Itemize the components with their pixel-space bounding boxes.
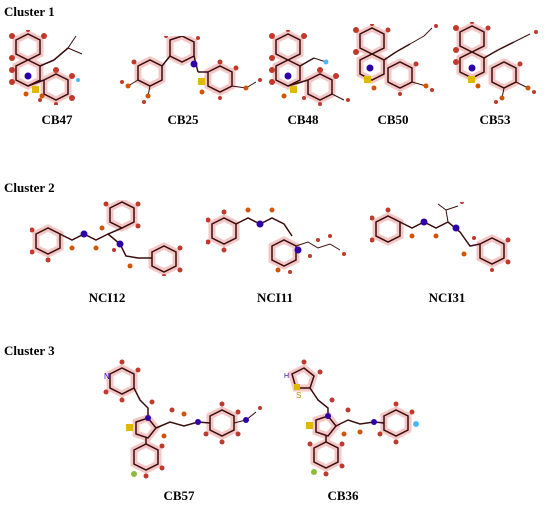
label-cb48: CB48 [287, 112, 319, 127]
molecule-cb57-drawing: N [103, 359, 262, 479]
molecule-cb50-drawing [353, 24, 438, 96]
cluster-3-title: Cluster 3 [4, 343, 55, 358]
label-cb47: CB47 [41, 112, 73, 127]
molecule-cb50 [352, 24, 442, 96]
molecule-nci12-drawing [30, 200, 183, 276]
molecule-cb25 [118, 36, 268, 106]
molecule-nci11-drawing [206, 207, 346, 274]
molecule-cb53 [452, 22, 544, 104]
molecule-cb47-drawing [9, 30, 83, 105]
label-cb25: CB25 [167, 112, 199, 127]
label-nci12: NCI12 [88, 290, 126, 305]
molecule-cb53-drawing [453, 22, 538, 104]
molecule-cb47 [4, 30, 104, 105]
cluster-2-title: Cluster 2 [4, 180, 55, 195]
molecule-cb25-drawing [120, 36, 262, 104]
label-cb53: CB53 [479, 112, 511, 127]
label-cb50: CB50 [377, 112, 409, 127]
molecule-cb57: N [100, 354, 270, 482]
molecule-nci11 [206, 202, 346, 278]
thiophene-h-atom-label: H [284, 373, 289, 380]
molecule-nci12 [30, 200, 190, 276]
label-cb57: CB57 [163, 488, 195, 503]
molecule-nci31 [370, 202, 520, 276]
molecule-cb36: H S [280, 354, 430, 480]
thiophene-s-atom-label: S [296, 391, 301, 400]
molecule-nci31-drawing [370, 202, 511, 272]
molecule-cb36-drawing: H S [284, 359, 419, 477]
molecule-cb48 [264, 30, 364, 106]
label-nci11: NCI11 [256, 290, 294, 305]
label-nci31: NCI31 [428, 290, 466, 305]
cluster-1-title: Cluster 1 [4, 4, 55, 19]
label-cb36: CB36 [327, 488, 359, 503]
molecule-cb48-drawing [269, 30, 350, 106]
pyridine-n-atom-label: N [104, 372, 110, 381]
